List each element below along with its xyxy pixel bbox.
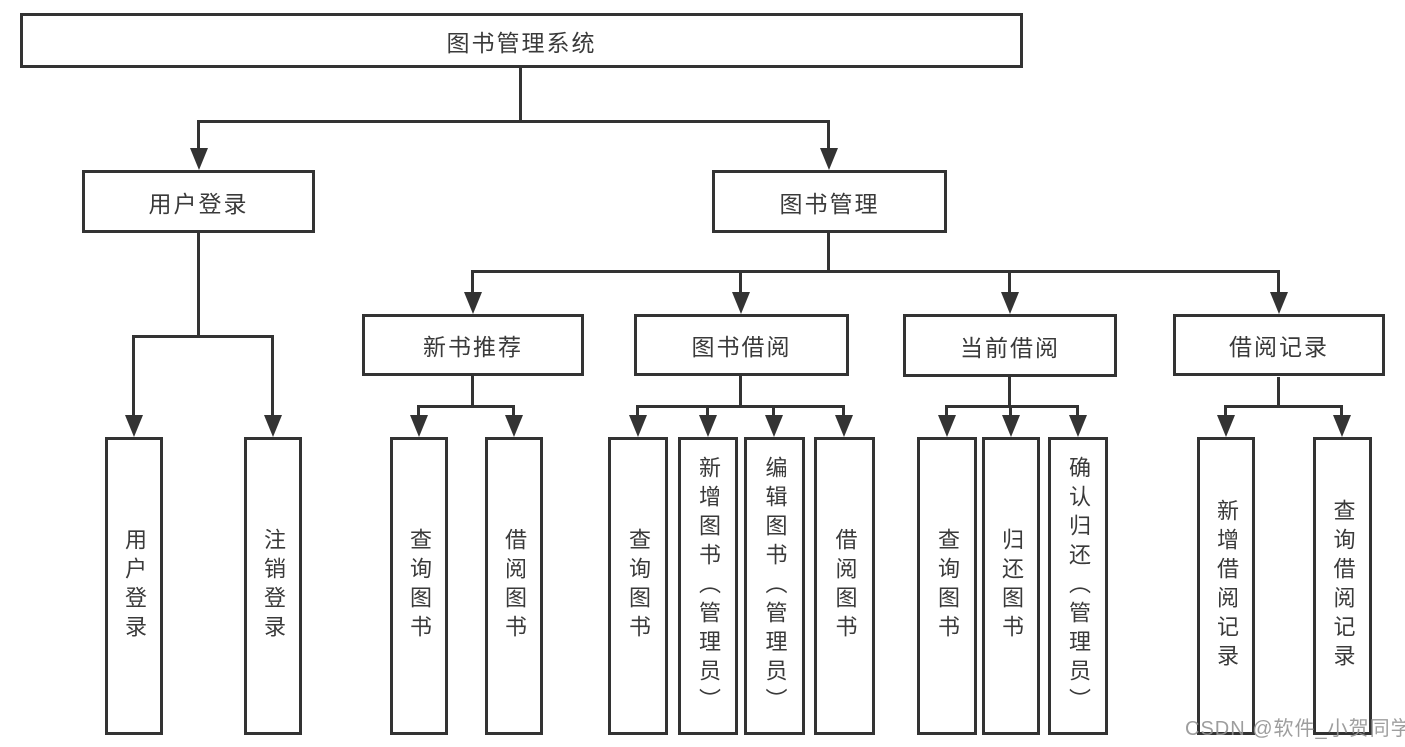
node-label: 新增图书（管理员） bbox=[696, 455, 721, 717]
connector-line bbox=[471, 376, 474, 405]
csdn-watermark: CSDN @软件_小贺同学 bbox=[1185, 718, 1405, 740]
arrowhead-icon bbox=[125, 415, 143, 437]
arrowhead-icon bbox=[1217, 415, 1235, 437]
connector-line bbox=[519, 68, 522, 120]
arrowhead-icon bbox=[732, 292, 750, 314]
connector-line bbox=[132, 335, 274, 338]
connector-line bbox=[945, 405, 1079, 408]
connector-line bbox=[636, 405, 639, 417]
connector-line bbox=[1277, 377, 1280, 405]
arrowhead-icon bbox=[629, 415, 647, 437]
node-label: 新增借阅记录 bbox=[1214, 499, 1239, 673]
connector-line bbox=[1340, 405, 1343, 417]
node-return-books: 归还图书 bbox=[982, 437, 1040, 735]
node-label: 注销登录 bbox=[261, 528, 286, 644]
connector-line bbox=[636, 405, 845, 408]
arrowhead-icon bbox=[1069, 415, 1087, 437]
connector-line bbox=[1224, 405, 1227, 417]
connector-line bbox=[197, 120, 200, 150]
node-label: 查询图书 bbox=[407, 528, 432, 644]
node-new-book-recommend: 新书推荐 bbox=[362, 314, 584, 376]
arrowhead-icon bbox=[1002, 415, 1020, 437]
node-confirm-return-admin: 确认归还（管理员） bbox=[1048, 437, 1108, 735]
connector-line bbox=[1008, 270, 1011, 294]
node-query-books-recommend: 查询图书 bbox=[390, 437, 448, 735]
node-label: 确认归还（管理员） bbox=[1066, 455, 1091, 717]
node-label: 当前借阅 bbox=[960, 334, 1060, 361]
arrowhead-icon bbox=[1270, 292, 1288, 314]
node-label: 图书借阅 bbox=[691, 334, 792, 360]
node-label: 查询图书 bbox=[935, 528, 960, 644]
node-logout: 注销登录 bbox=[244, 437, 302, 735]
connector-line bbox=[197, 120, 830, 123]
connector-line bbox=[132, 335, 135, 417]
arrowhead-icon bbox=[410, 415, 428, 437]
node-add-books-admin: 新增图书（管理员） bbox=[678, 437, 738, 735]
connector-line bbox=[1009, 405, 1012, 417]
node-label: 用户登录 bbox=[148, 190, 249, 217]
node-borrow-books: 借阅图书 bbox=[814, 437, 875, 735]
arrowhead-icon bbox=[264, 415, 282, 437]
arrowhead-icon bbox=[765, 415, 783, 437]
connector-line bbox=[197, 233, 200, 335]
connector-line bbox=[1277, 270, 1280, 294]
node-borrow-books-recommend: 借阅图书 bbox=[485, 437, 543, 735]
node-user-login: 用户登录 bbox=[105, 437, 163, 735]
node-label: 借阅图书 bbox=[502, 528, 527, 644]
arrowhead-icon bbox=[190, 148, 208, 170]
node-label: 借阅图书 bbox=[832, 528, 858, 644]
connector-line bbox=[1008, 377, 1011, 405]
node-label: 查询图书 bbox=[626, 528, 651, 644]
connector-line bbox=[417, 405, 515, 408]
arrowhead-icon bbox=[835, 415, 853, 437]
connector-line bbox=[1224, 405, 1343, 408]
arrowhead-icon bbox=[699, 415, 717, 437]
arrowhead-icon bbox=[938, 415, 956, 437]
node-current-borrow: 当前借阅 bbox=[903, 314, 1117, 377]
connector-line bbox=[945, 405, 948, 417]
node-library-system: 图书管理系统 bbox=[20, 13, 1023, 68]
node-label: 图书管理 bbox=[779, 190, 880, 217]
connector-line bbox=[772, 405, 775, 417]
node-borrow-record: 借阅记录 bbox=[1173, 314, 1385, 376]
node-query-books-borrow: 查询图书 bbox=[608, 437, 668, 735]
arrowhead-icon bbox=[1001, 292, 1019, 314]
connector-line bbox=[827, 120, 830, 150]
node-label: 查询借阅记录 bbox=[1330, 499, 1356, 673]
arrowhead-icon bbox=[464, 292, 482, 314]
connector-line bbox=[706, 405, 709, 417]
connector-line bbox=[471, 270, 1280, 273]
connector-line bbox=[471, 270, 474, 294]
node-edit-books-admin: 编辑图书（管理员） bbox=[744, 437, 805, 735]
connector-line bbox=[512, 405, 515, 417]
node-label: 归还图书 bbox=[999, 528, 1024, 644]
node-label: 新书推荐 bbox=[423, 334, 523, 360]
node-query-borrow-record: 查询借阅记录 bbox=[1313, 437, 1372, 735]
node-book-borrow: 图书借阅 bbox=[634, 314, 849, 376]
node-label: 图书管理系统 bbox=[446, 29, 597, 56]
connector-line bbox=[842, 405, 845, 417]
node-label: 编辑图书（管理员） bbox=[762, 455, 788, 717]
connector-line bbox=[739, 270, 742, 294]
connector-line bbox=[827, 233, 830, 270]
connector-line bbox=[739, 376, 742, 405]
node-user-login-module: 用户登录 bbox=[82, 170, 315, 233]
node-label: 借阅记录 bbox=[1229, 334, 1329, 360]
arrowhead-icon bbox=[505, 415, 523, 437]
node-query-books-current: 查询图书 bbox=[917, 437, 977, 735]
node-book-management: 图书管理 bbox=[712, 170, 947, 233]
connector-line bbox=[1076, 405, 1079, 417]
node-add-borrow-record: 新增借阅记录 bbox=[1197, 437, 1255, 735]
node-label: 用户登录 bbox=[122, 528, 147, 644]
arrowhead-icon bbox=[1333, 415, 1351, 437]
connector-line bbox=[417, 405, 420, 417]
arrowhead-icon bbox=[820, 148, 838, 170]
connector-line bbox=[271, 335, 274, 417]
